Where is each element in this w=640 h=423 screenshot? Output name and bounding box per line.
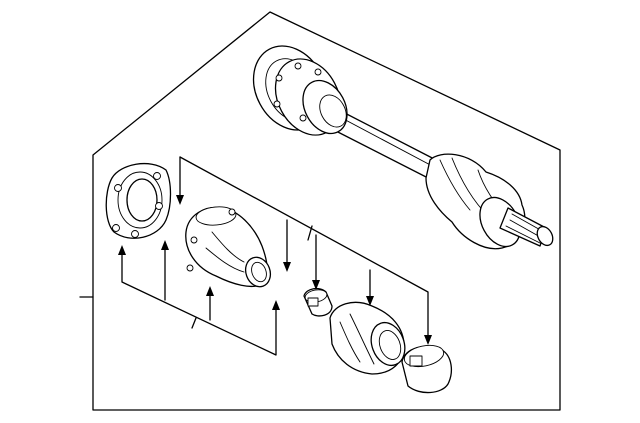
arrow-down-boot [283, 262, 291, 272]
leader-large-clamp [179, 156, 429, 336]
large-clamp [401, 344, 453, 394]
outer-boot [329, 301, 406, 375]
axle-shaft-assembly [252, 45, 554, 250]
leader-bottom-bracket [121, 254, 277, 356]
arrow-up-flange [118, 245, 126, 255]
arrow-down-large-clamp [424, 335, 432, 345]
inner-cv-joint-housing [252, 45, 348, 136]
arrow-up-boot-right [272, 300, 280, 310]
arrow-down-flange [176, 195, 184, 205]
arrow-heads [118, 195, 432, 345]
outer-cv-boot [425, 153, 526, 250]
small-clamp [303, 287, 333, 317]
arrow-up-boot-left [161, 240, 169, 250]
tick-mark-b [191, 317, 197, 329]
splined-stub-shaft [499, 207, 554, 247]
arrow-up-boot [206, 286, 214, 296]
tick-mark-a [307, 225, 313, 241]
arrow-down-small-clamp [312, 280, 320, 290]
leader-lines [121, 156, 429, 356]
arrow-down-outer-boot [366, 296, 374, 306]
inner-cv-joint-flange [105, 162, 172, 239]
inner-boot [185, 206, 272, 288]
panel-outline [92, 11, 561, 411]
